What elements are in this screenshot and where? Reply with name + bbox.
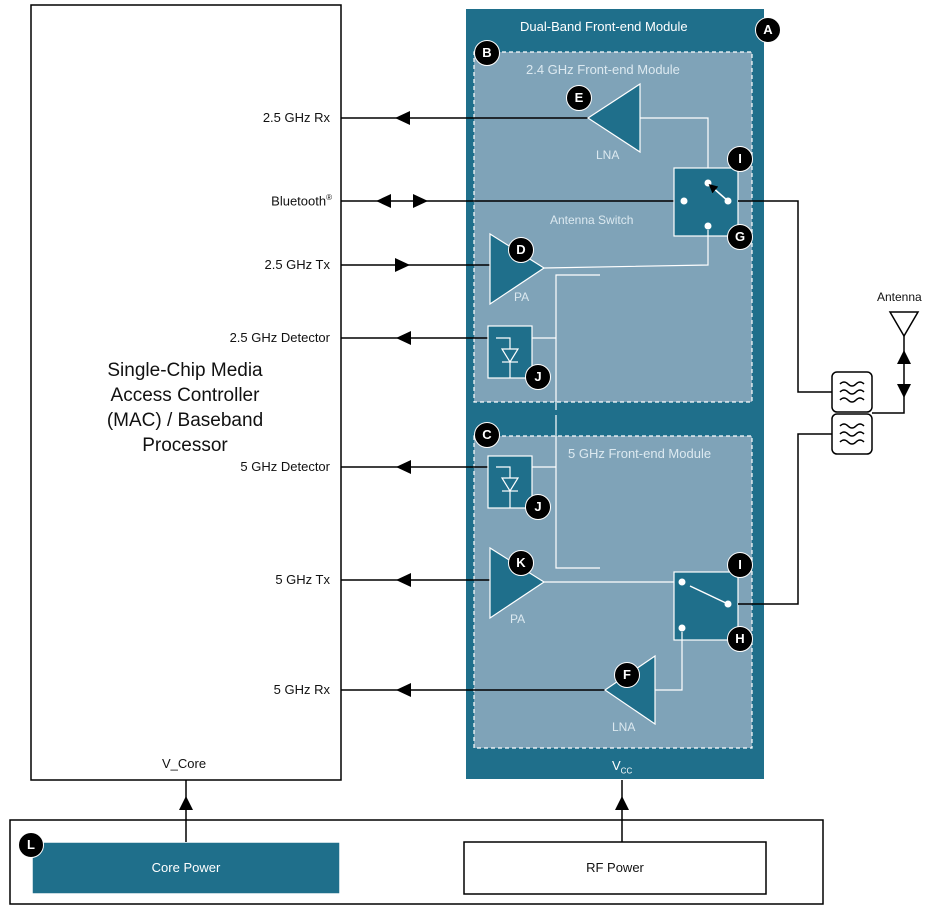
rf-power-label: RF Power [586, 860, 644, 875]
sw24-tx-node [704, 222, 712, 230]
module5-title: 5 GHz Front-end Module [568, 446, 712, 461]
tx24-label: 2.5 GHz Tx [264, 257, 330, 272]
det24-label: 2.5 GHz Detector [229, 330, 330, 345]
bt-arrow-left [376, 194, 391, 208]
filter-24-wave2 [839, 389, 865, 395]
antenna-switch-label: Antenna Switch [550, 213, 634, 227]
module24-title: 2.4 GHz Front-end Module [526, 62, 680, 77]
antenna-icon [888, 311, 920, 338]
pa-24-out [543, 230, 709, 269]
lna-24-out [640, 117, 709, 183]
mac-line-1: Single-Chip Media [107, 360, 263, 381]
mac-line-3: (MAC) / Baseband [106, 410, 264, 431]
badge-j-5: J [525, 494, 551, 520]
ant-arrow-up [897, 350, 911, 364]
coupler-5 [555, 415, 600, 569]
sw5-rx-node [678, 624, 686, 632]
mac-block [30, 4, 342, 781]
tx5-arrow [396, 573, 411, 587]
tx5-label: 5 GHz Tx [275, 572, 330, 587]
sw24-bt-node [680, 197, 688, 205]
rf-power-arrow [615, 796, 629, 810]
badge-g: G [727, 224, 753, 250]
filter-24-wave3 [839, 397, 865, 403]
vcc-text: V [612, 758, 621, 773]
ant-feed-24 [738, 200, 832, 393]
filter-5-wave2 [839, 431, 865, 437]
rx5-arrow [396, 683, 411, 697]
core-power-arrow [179, 796, 193, 810]
lna-5-in [655, 632, 683, 691]
diode-24-in [496, 337, 511, 349]
badge-d: D [508, 237, 534, 263]
diode-5-in [496, 466, 511, 478]
pa5-label: PA [510, 612, 526, 626]
det5-label: 5 GHz Detector [240, 459, 330, 474]
sw24-arm [708, 184, 729, 202]
vcc-label: VCC [612, 758, 632, 776]
badge-i-5: I [727, 552, 753, 578]
filter-to-antenna [872, 330, 905, 414]
ant-feed-5 [738, 433, 832, 605]
sw5-arm [689, 585, 729, 605]
filter-24-wave1 [839, 381, 865, 387]
sw24-rx-node [704, 179, 712, 187]
bluetooth-label: Bluetooth® [271, 193, 332, 208]
badge-l: L [18, 832, 44, 858]
bt-arrow-right [413, 194, 428, 208]
mac-label: Single-Chip Media Access Controller (MAC… [40, 358, 330, 458]
lna5-label: LNA [612, 720, 636, 734]
badge-h: H [727, 626, 753, 652]
antenna-label: Antenna [877, 290, 922, 304]
det24-arrow [396, 331, 411, 345]
badge-a: A [755, 17, 781, 43]
rf-power-box [463, 841, 767, 895]
filter-5-wave3 [839, 439, 865, 445]
coupler-24 [555, 274, 600, 410]
ant-arrow-down [897, 384, 911, 398]
rx5-label: 5 GHz Rx [273, 682, 330, 697]
badge-j-24: J [525, 364, 551, 390]
badge-c: C [474, 422, 500, 448]
rx24-label: 2.5 GHz Rx [262, 110, 330, 125]
sw5-tx-node [678, 578, 686, 586]
badge-k: K [508, 550, 534, 576]
badge-b: B [474, 40, 500, 66]
mac-line-4: Processor [142, 435, 228, 456]
fem-title: Dual-Band Front-end Module [520, 19, 688, 34]
filter-5 [831, 413, 873, 455]
det5-arrow [396, 460, 411, 474]
badge-f: F [614, 662, 640, 688]
core-power-label: Core Power [151, 860, 221, 875]
filter-5-wave1 [839, 423, 865, 429]
pa24-label: PA [514, 290, 530, 304]
rx24-arrow [395, 111, 410, 125]
vcc-sub: CC [620, 766, 633, 776]
badge-i-24: I [727, 146, 753, 172]
vcore-label: V_Core [162, 756, 207, 771]
badge-e: E [566, 85, 592, 111]
registered-mark: ® [326, 193, 332, 202]
mac-line-2: Access Controller [110, 385, 260, 406]
tx24-arrow [395, 258, 410, 272]
bluetooth-text: Bluetooth [271, 193, 327, 209]
filter-24 [831, 371, 873, 413]
lna24-label: LNA [596, 148, 620, 162]
